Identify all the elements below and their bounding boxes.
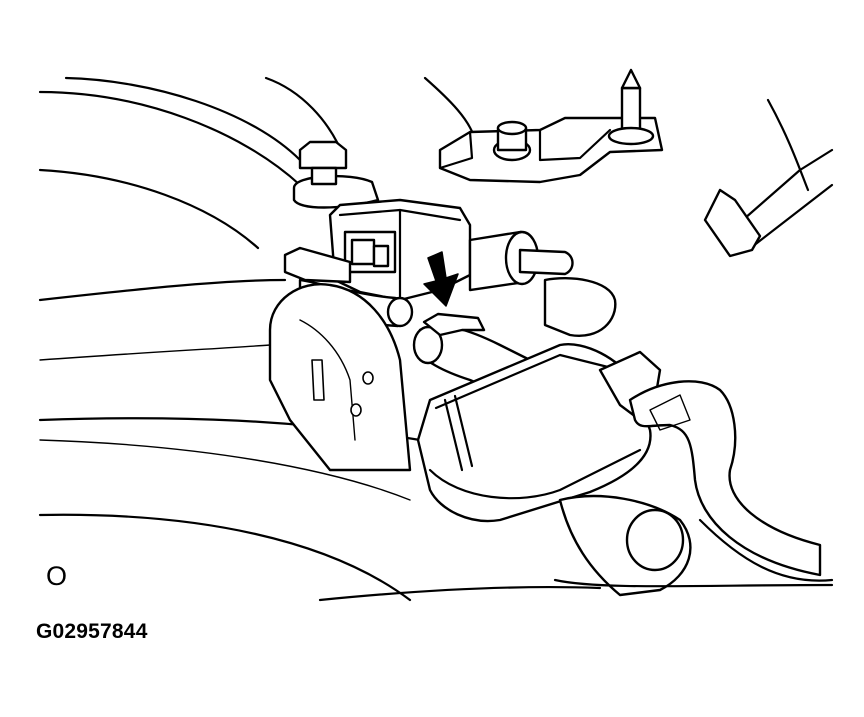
charcoal-canister <box>416 343 652 523</box>
right-hose <box>598 350 822 577</box>
right-side-pipe <box>703 98 834 258</box>
view-label: O <box>46 561 68 591</box>
stud-bolt <box>607 68 655 146</box>
mounting-bracket <box>438 116 664 184</box>
lower-right-block <box>318 494 834 602</box>
figure-id-label: G02957844 <box>36 620 148 643</box>
hex-bolt <box>292 140 380 209</box>
down-arrow-icon <box>423 251 459 307</box>
background-contours <box>38 76 477 602</box>
intake-body <box>268 283 412 472</box>
